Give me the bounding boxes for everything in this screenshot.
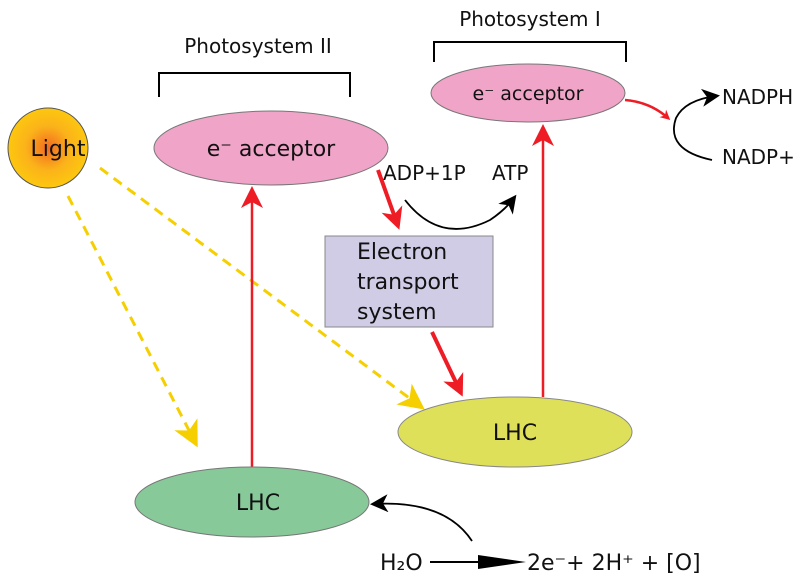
light-source: Light <box>7 107 89 189</box>
water-label: H₂O <box>380 551 423 576</box>
light-arrow-to-lhc-i <box>99 166 425 410</box>
ets-to-lhc-i-arrow <box>430 331 464 397</box>
light-arrow-to-lhc-ii <box>66 195 198 448</box>
psii-acceptor-label: e⁻ acceptor <box>207 137 336 162</box>
lhc-i-label: LHC <box>493 421 537 446</box>
photosystem-ii-title: Photosystem II <box>184 34 332 58</box>
psi-acceptor: e⁻ acceptor <box>430 63 626 123</box>
photosystem-i-title: Photosystem I <box>459 7 601 31</box>
lhc-photosystem-ii: LHC <box>134 466 370 538</box>
electron-to-lhc-ii-arrow <box>370 494 473 542</box>
light-label: Light <box>31 137 86 162</box>
ets-line-1: Electron <box>357 240 447 265</box>
electron-transport-system: Electron transport system <box>324 235 494 328</box>
nadp-curve-arrow <box>673 88 720 161</box>
acceptor-to-nadp-arrow <box>624 98 671 120</box>
lhc-ii-label: LHC <box>236 491 280 516</box>
ets-line-3: system <box>357 300 437 325</box>
lhc-photosystem-i: LHC <box>397 396 633 468</box>
nadp-plus-label: NADP+ <box>722 145 795 169</box>
water-split-arrowhead <box>478 555 526 569</box>
atp-label: ATP <box>492 161 528 185</box>
atp-synthesis-arrow <box>404 194 517 230</box>
psii-acceptor: e⁻ acceptor <box>153 110 389 186</box>
adp-label: ADP+1P <box>383 161 466 185</box>
water-products-label: 2e⁻+ 2H⁺ + [O] <box>527 551 701 576</box>
ets-line-2: transport <box>357 270 459 295</box>
nadph-label: NADPH <box>722 85 793 109</box>
psi-acceptor-label: e⁻ acceptor <box>473 83 584 105</box>
photosystem-i-bracket <box>433 41 627 62</box>
photosystem-ii-bracket <box>158 72 351 97</box>
acceptor-to-ets-arrow <box>376 169 403 230</box>
